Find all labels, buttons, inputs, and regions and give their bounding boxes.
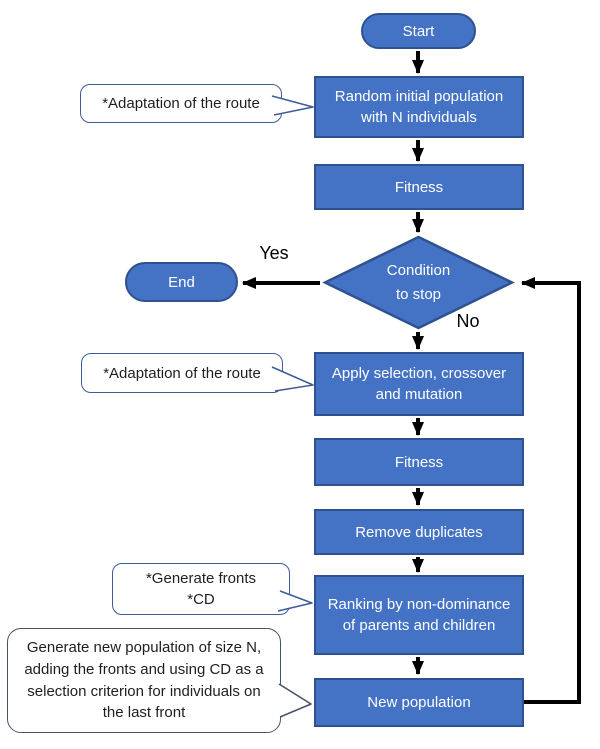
edge-newpop-loop-to-condition bbox=[521, 277, 581, 704]
node-remove-duplicates: Remove duplicates bbox=[314, 509, 524, 555]
node-end: End bbox=[125, 262, 238, 302]
node-newpop-label: New population bbox=[367, 694, 471, 711]
callout-generate-new-population-text: Generate new population of size N, addin… bbox=[24, 639, 264, 722]
condition-label-line1: Condition bbox=[386, 262, 451, 280]
node-ranking-label: Ranking by non-dominance of parents and … bbox=[327, 596, 511, 634]
condition-label-line2: to stop bbox=[395, 285, 442, 303]
node-start-label: Start bbox=[402, 22, 435, 40]
node-apply-selection: Apply selection, crossover and mutation bbox=[314, 352, 524, 416]
node-fitness-1: Fitness bbox=[314, 164, 524, 210]
callout-adaptation-route-2: *Adaptation of the route bbox=[81, 353, 283, 393]
callout-adaptation-route-1-text: *Adaptation of the route bbox=[102, 95, 260, 112]
callout-generate-new-population: Generate new population of size N, addin… bbox=[7, 628, 281, 733]
node-random-initial-population: Random initial population with N individ… bbox=[314, 76, 524, 138]
node-start: Start bbox=[361, 13, 476, 49]
node-fitness-1-label: Fitness bbox=[394, 178, 444, 196]
condition-diamond-text: Condition to stop bbox=[322, 235, 515, 330]
node-fitness-2: Fitness bbox=[314, 438, 524, 486]
no-edge-label: No bbox=[456, 311, 480, 331]
callout-tail-generate-new-population bbox=[278, 683, 312, 718]
node-random-label: Random initial population with N individ… bbox=[334, 88, 504, 126]
node-condition-to-stop: Condition to stop bbox=[322, 235, 515, 330]
node-end-label: End bbox=[168, 273, 195, 291]
node-remove-label: Remove duplicates bbox=[355, 523, 483, 541]
callout-generate-fronts-line1: *Generate fronts bbox=[145, 570, 257, 587]
node-ranking: Ranking by non-dominance of parents and … bbox=[314, 575, 524, 655]
callout-generate-fronts-line2: *CD bbox=[187, 591, 215, 608]
node-fitness-2-label: Fitness bbox=[394, 453, 444, 471]
condition-diamond-shape bbox=[322, 235, 515, 330]
node-new-population: New population bbox=[314, 678, 524, 727]
callout-adaptation-route-2-text: *Adaptation of the route bbox=[103, 364, 261, 382]
yes-edge-label: Yes bbox=[259, 243, 289, 263]
callout-generate-fronts: *Generate fronts *CD bbox=[112, 563, 290, 615]
callout-adaptation-route-1: *Adaptation of the route bbox=[80, 84, 282, 123]
node-apply-label: Apply selection, crossover and mutation bbox=[331, 365, 507, 403]
